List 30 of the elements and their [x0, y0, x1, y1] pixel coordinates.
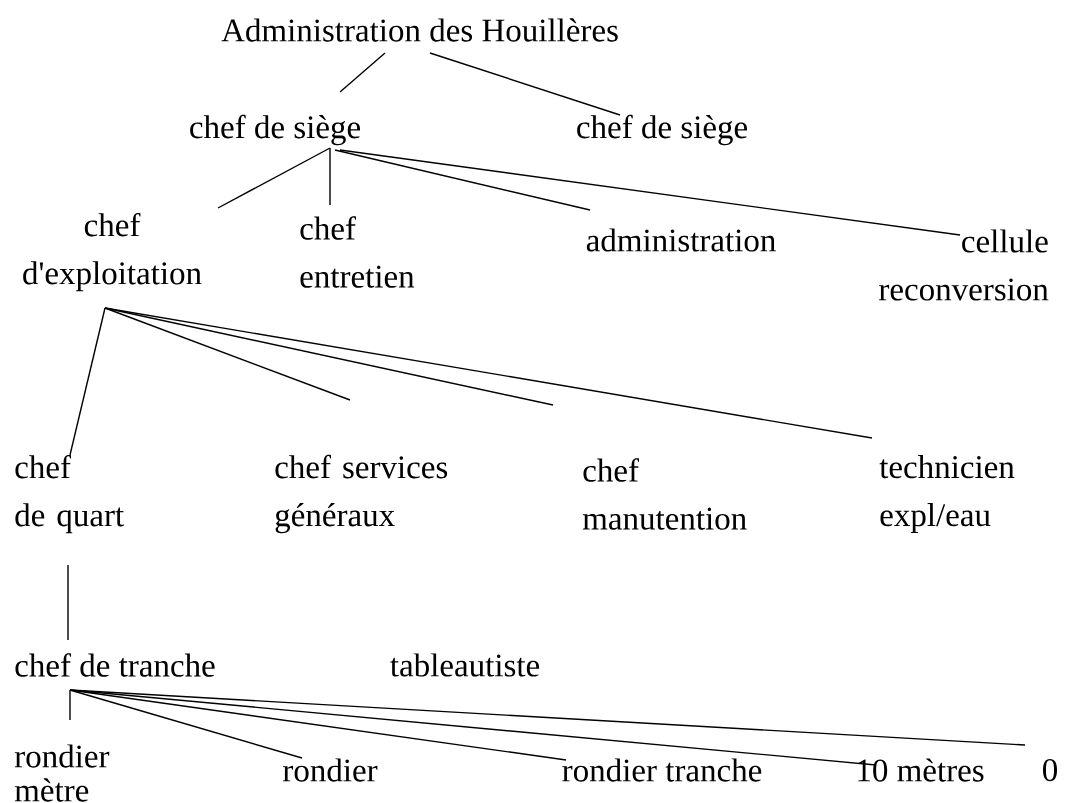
node-label: chef d'exploitation: [23, 212, 202, 292]
node-label: chef de siège: [190, 114, 360, 146]
connector-line: [334, 149, 591, 211]
node-label: administration: [586, 228, 776, 252]
node-label: cellule reconversion: [879, 229, 1049, 301]
connector-line: [67, 564, 69, 641]
node-label: chef de tranche: [15, 653, 215, 677]
connector-line: [69, 689, 71, 721]
node-label: 0: [1043, 758, 1057, 782]
node-label: chef entretien: [300, 216, 415, 288]
node-label: rondier tranche: [562, 758, 762, 782]
node-label: rondier: [283, 758, 378, 782]
connector-line: [104, 307, 351, 401]
node-label: 10 mètres: [858, 758, 984, 782]
connector-line: [329, 147, 331, 206]
node-label: technicien expl/eau: [879, 455, 1015, 533]
connector-line: [429, 52, 621, 116]
connector-line: [69, 689, 1026, 746]
node-label: chef de siège: [577, 114, 747, 146]
node-label: chef de quart: [15, 454, 124, 534]
node-label: chef manutention: [582, 458, 747, 530]
connector-line: [69, 307, 106, 456]
connector-line: [339, 149, 961, 236]
connector-line: [339, 52, 386, 93]
text-label: tableautiste: [390, 653, 540, 677]
node-label: Administration des Houillères: [221, 18, 618, 42]
connector-line: [217, 147, 331, 209]
node-label: rondier mètre: [14, 744, 110, 802]
node-label: chef services généraux: [275, 454, 448, 534]
connector-line: [104, 307, 873, 439]
